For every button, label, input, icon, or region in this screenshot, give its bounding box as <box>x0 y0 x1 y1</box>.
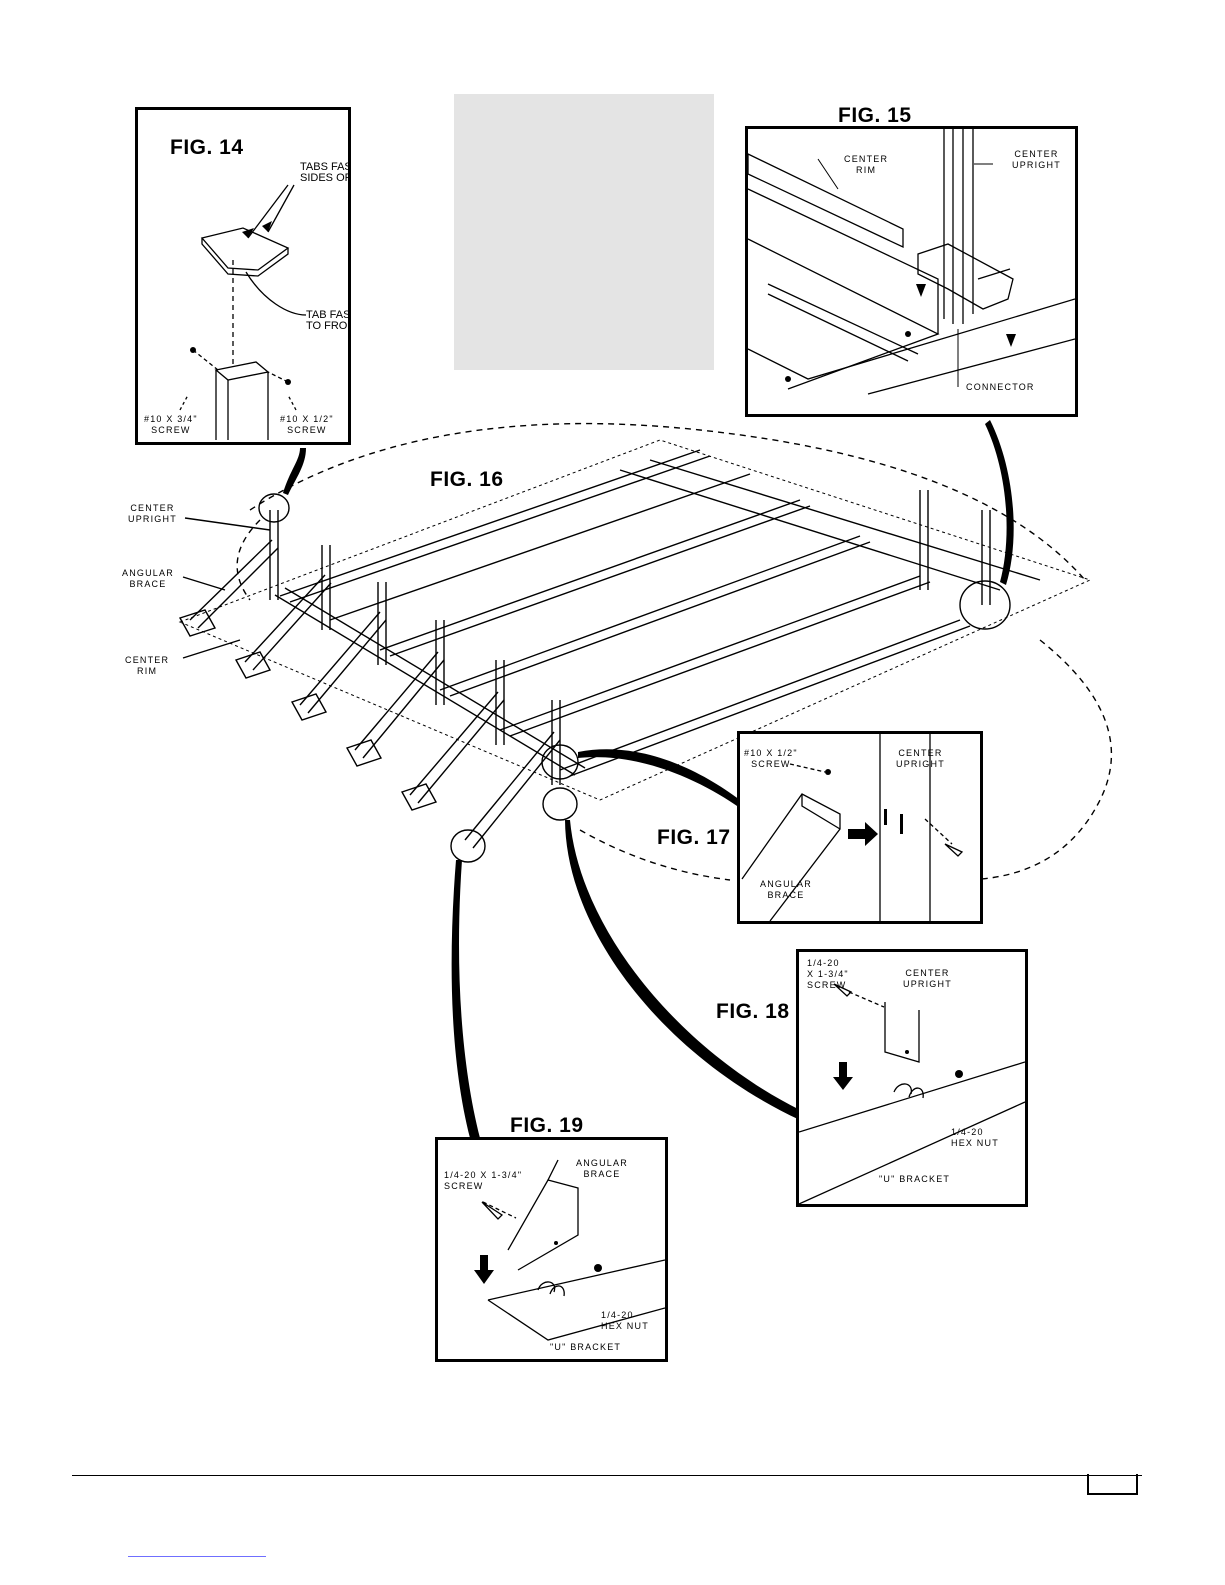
connector-swoosh-fig19 <box>451 860 480 1138</box>
callout-fig17 <box>541 744 579 780</box>
fig15-connector-label: CONNECTOR <box>966 382 1035 392</box>
fig18-panel: 1/4-20 x 1-3/4" SCREW CENTER UPRIGHT 1/4… <box>796 949 1028 1207</box>
fig19-u-bracket-label: "U" BRACKET <box>550 1342 622 1352</box>
fig17-angular-brace-label: ANGULAR BRACE <box>760 879 812 900</box>
fig17-title: FIG. 17 <box>657 826 731 849</box>
fig15-panel: CENTER RIM CENTER UPRIGHT CONNECTOR <box>745 126 1078 417</box>
fig18-drawing <box>799 983 1025 1204</box>
fig19-screw-label: 1/4-20 x 1-3/4" SCREW <box>444 1170 523 1191</box>
fig18-center-upright-label: CENTER UPRIGHT <box>903 968 952 989</box>
fig19-panel: 1/4-20 x 1-3/4" SCREW ANGULAR BRACE 1/4-… <box>435 1137 668 1362</box>
fig18-u-bracket-label: "U" BRACKET <box>879 1174 951 1184</box>
footer-rule <box>72 1475 1142 1476</box>
rail-1 <box>279 449 701 597</box>
fig19-hex-nut-label: 1/4-20 HEX NUT <box>601 1310 649 1331</box>
callout-fig14 <box>258 493 290 523</box>
fig18-title: FIG. 18 <box>716 1000 790 1023</box>
fig15-center-rim-label: CENTER RIM <box>844 154 889 175</box>
fig14-tabs-sides-label: TABS FASTEN TO SIDES OF UPRIGHT <box>300 161 351 184</box>
fig19-angular-brace-label: ANGULAR BRACE <box>576 1158 628 1179</box>
fig17-panel: #10 x 1/2" SCREW CENTER UPRIGHT ANGULAR … <box>737 731 983 924</box>
connector-swoosh-fig14 <box>283 448 306 495</box>
page-number-box <box>1087 1474 1138 1495</box>
fig17-center-upright-label: CENTER UPRIGHT <box>896 748 945 769</box>
fig16-center-upright-label: CENTER UPRIGHT <box>128 503 177 524</box>
fig18-hex-nut-label: 1/4-20 HEX NUT <box>951 1127 999 1148</box>
fig15-title: FIG. 15 <box>838 104 912 127</box>
fig14-drawing <box>179 184 307 440</box>
gray-placeholder-panel <box>454 94 714 370</box>
dashed-outline-top <box>249 422 1086 581</box>
fig19-drawing <box>474 1159 665 1341</box>
fig14-screw-left-label: #10 x 3/4" SCREW <box>144 414 198 435</box>
fig16-angular-brace-label: ANGULAR BRACE <box>122 568 174 589</box>
fig16-title: FIG. 16 <box>430 468 504 491</box>
connector-swoosh-fig17 <box>578 749 740 808</box>
callout-fig19 <box>450 829 486 863</box>
fig19-title: FIG. 19 <box>510 1114 584 1137</box>
fig17-drawing <box>741 734 964 921</box>
fig14-tab-front-label: TAB FASTENS TO FRONT <box>306 309 351 332</box>
fig15-drawing <box>748 129 1075 395</box>
fig17-screw-label: #10 x 1/2" SCREW <box>744 748 798 769</box>
callout-fig15 <box>959 580 1011 630</box>
callout-fig18 <box>542 787 578 821</box>
fig15-center-upright-label: CENTER UPRIGHT <box>1012 149 1061 170</box>
dashed-outline-right <box>959 639 1113 881</box>
fig16-center-rim-label: CENTER RIM <box>125 655 170 676</box>
fig18-screw-label: 1/4-20 x 1-3/4" SCREW <box>807 958 849 990</box>
fig14-panel: FIG. 14 TABS FASTEN TO SIDES OF UPRIGHT … <box>135 107 351 445</box>
connector-swoosh-fig15 <box>985 420 1014 585</box>
fig14-title: FIG. 14 <box>170 136 244 159</box>
link-underline <box>128 1556 266 1557</box>
fig14-screw-right-label: #10 x 1/2" SCREW <box>280 414 334 435</box>
